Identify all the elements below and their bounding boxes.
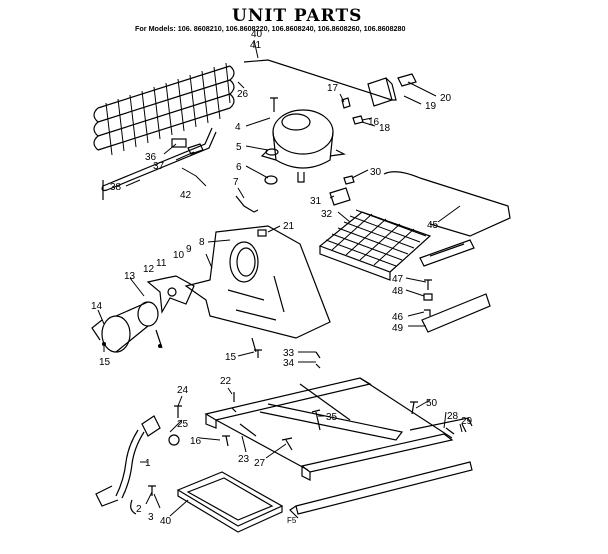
small-parts: [148, 195, 467, 496]
callout-31: 30: [370, 167, 382, 178]
callout-28: 27: [254, 458, 266, 469]
callout-14: 14: [91, 301, 103, 312]
callout-numbers: 40 41 26 4 5 6 7 8 21 9 10 11 12 13 14 1…: [91, 29, 473, 527]
callout-45: 45: [427, 220, 439, 231]
callout-13: 13: [124, 271, 136, 282]
page-title: UNIT PARTS: [232, 6, 362, 26]
callout-25: 24: [177, 385, 189, 396]
callout-22: 21: [283, 221, 295, 232]
callout-5: 5: [236, 142, 242, 153]
compressor: [260, 97, 346, 185]
fan-motor: [91, 275, 195, 353]
callout-38: 37: [153, 161, 165, 172]
callout-26: 25: [177, 419, 189, 430]
callout-37: 36: [145, 152, 157, 163]
callout-18: 17: [327, 83, 339, 94]
callout-43: 42: [180, 190, 192, 201]
callout-36: 35: [326, 412, 338, 423]
callout-3: 3: [148, 512, 154, 523]
callout-6: 6: [236, 162, 242, 173]
callout-39: 38: [110, 182, 122, 193]
figure-code: F5: [287, 516, 297, 525]
callout-48: 48: [392, 286, 404, 297]
callout-32: 31: [310, 196, 322, 207]
callout-40: 40: [160, 516, 172, 527]
callout-30: 29: [461, 416, 473, 427]
callout-17: 16: [368, 117, 380, 128]
callout-34: 33: [283, 348, 295, 359]
callout-41: 40: [251, 29, 263, 40]
base-frame: [204, 293, 491, 519]
callout-2: 2: [136, 504, 142, 515]
power-cord: [95, 415, 180, 515]
fan-bracket: [184, 225, 331, 353]
callout-15-motor: 15: [99, 357, 111, 368]
evaporator-coil: [318, 171, 511, 281]
callout-16: 16: [190, 436, 202, 447]
callout-8: 8: [199, 237, 205, 248]
callout-49: 49: [392, 323, 404, 334]
leader-lines: [97, 39, 463, 517]
condenser-coil: [93, 62, 235, 200]
callout-33: 32: [321, 209, 333, 220]
relay-assembly: [243, 59, 417, 125]
callout-47: 47: [392, 274, 404, 285]
callout-1: 1: [145, 458, 151, 469]
callout-10: 10: [173, 250, 185, 261]
callout-19: 18: [379, 123, 391, 134]
callout-35: 34: [283, 358, 295, 369]
callout-15-bracket: 15: [225, 352, 237, 363]
callout-24: 23: [238, 454, 250, 465]
callout-21: 20: [440, 93, 452, 104]
callout-23: 22: [220, 376, 232, 387]
callout-11: 11: [156, 258, 167, 269]
callout-42: 41: [250, 40, 262, 51]
callout-27: 26: [237, 89, 249, 100]
model-list: For Models: 106. 8608210, 106.8608220, 1…: [135, 24, 406, 33]
drain-pan: [176, 471, 284, 533]
callout-20: 19: [425, 101, 437, 112]
callout-46: 46: [392, 312, 404, 323]
callout-9: 9: [186, 244, 192, 255]
callout-4: 4: [235, 122, 241, 133]
callout-50: 50: [426, 398, 438, 409]
callout-12: 12: [143, 264, 155, 275]
callout-7: 7: [233, 177, 239, 188]
callout-29: 28: [447, 411, 459, 422]
